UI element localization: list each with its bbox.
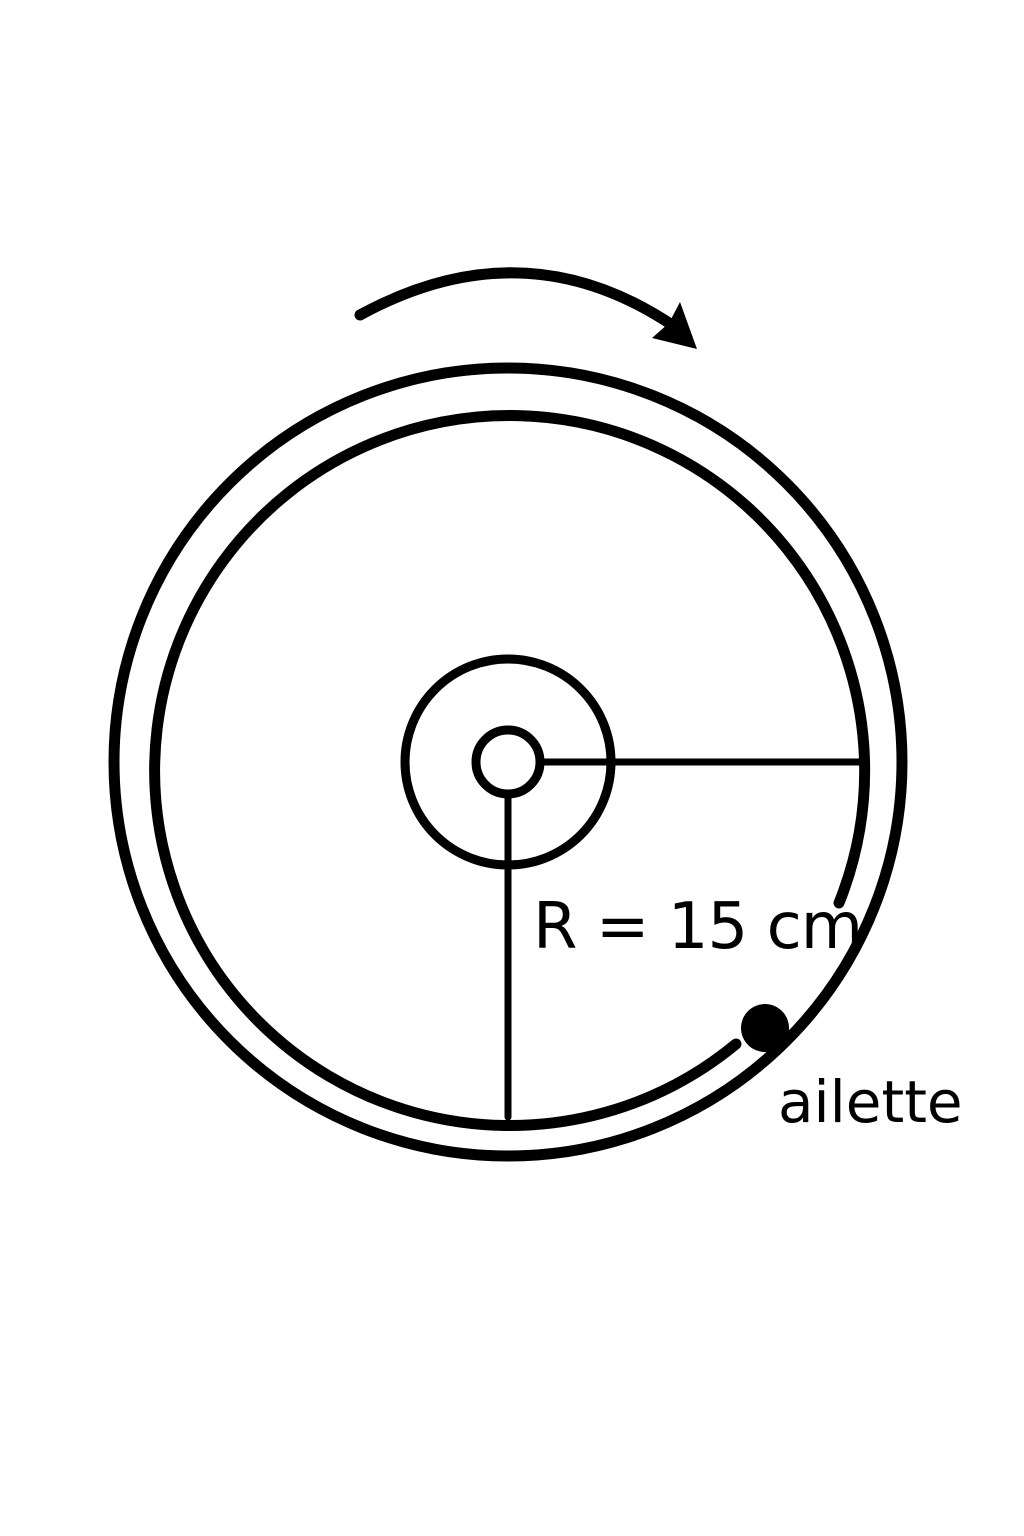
fin-dot [741, 1004, 789, 1052]
axle-circle [471, 725, 545, 799]
inner-track-arc [149, 410, 871, 1131]
fin-label: ailette [778, 1068, 963, 1136]
rotation-arrow-arc [354, 267, 681, 333]
rotation-arrow-head [652, 302, 697, 349]
rotation-arrow [354, 267, 697, 349]
radius-label: R = 15 cm [533, 890, 862, 964]
outer-rim-circle [108, 362, 908, 1162]
